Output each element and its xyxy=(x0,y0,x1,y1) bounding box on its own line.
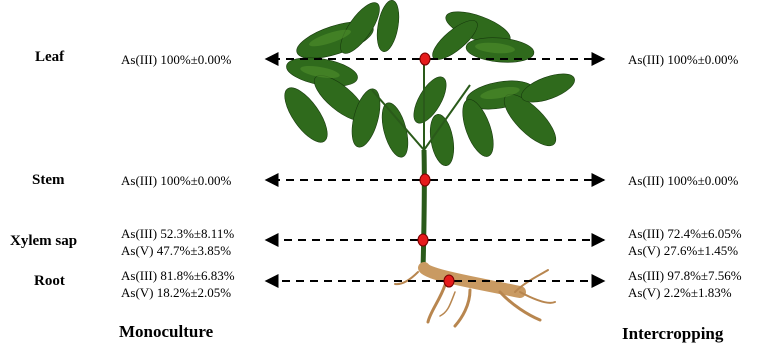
inter-xylem-value-1: As(III) 72.4%±6.05% xyxy=(628,226,742,241)
organ-label-leaf: Leaf xyxy=(35,49,64,66)
inter-xylem-value-2: As(V) 27.6%±1.45% xyxy=(628,243,738,258)
inter-root-value-2: As(V) 2.2%±1.83% xyxy=(628,285,732,300)
organ-label-stem: Stem xyxy=(32,172,65,189)
mono-root-value-1: As(III) 81.8%±6.83% xyxy=(121,268,235,283)
organ-label-root: Root xyxy=(34,273,65,290)
mono-xylem-value-2: As(V) 47.7%±3.85% xyxy=(121,243,231,258)
marker-leaf xyxy=(420,53,430,65)
marker-root xyxy=(444,275,454,287)
monoculture-label: Monoculture xyxy=(119,322,213,342)
intercropping-label: Intercropping xyxy=(622,324,723,344)
mono-stem-value: As(III) 100%±0.00% xyxy=(121,173,231,188)
organ-label-xylem: Xylem sap xyxy=(10,233,77,250)
marker-stem xyxy=(420,174,430,186)
plant-root xyxy=(395,268,555,326)
plant-stem xyxy=(423,150,424,270)
plant-leaves xyxy=(277,0,578,168)
marker-xylem xyxy=(418,234,428,246)
inter-stem-value: As(III) 100%±0.00% xyxy=(628,173,738,188)
mono-root-value-2: As(V) 18.2%±2.05% xyxy=(121,285,231,300)
inter-root-value-1: As(III) 97.8%±7.56% xyxy=(628,268,742,283)
mono-leaf-value: As(III) 100%±0.00% xyxy=(121,52,231,67)
inter-leaf-value: As(III) 100%±0.00% xyxy=(628,52,738,67)
mono-xylem-value-1: As(III) 52.3%±8.11% xyxy=(121,226,234,241)
